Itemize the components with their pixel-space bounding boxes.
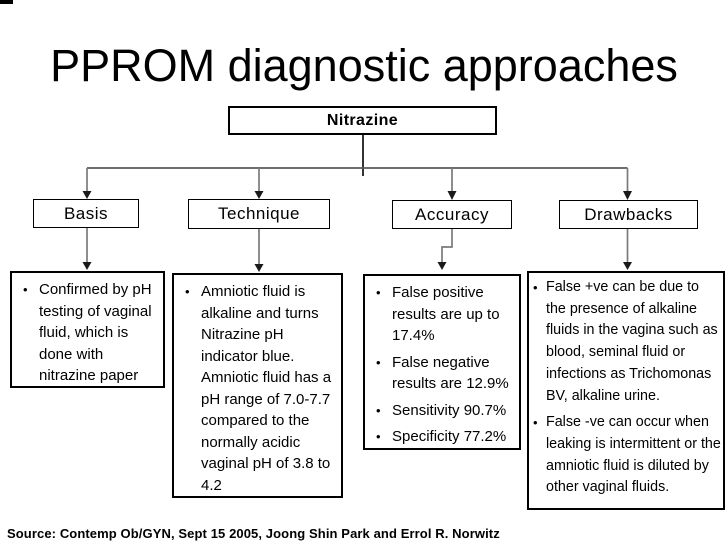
node-drawbacks: Drawbacks <box>559 200 698 229</box>
arrowhead-icon <box>254 191 264 199</box>
drawbacks-detail-box: False +ve can be due to the presence of … <box>527 271 725 510</box>
node-technique-label: Technique <box>217 204 300 223</box>
technique-bullet-list: Amniotic fluid is alkaline and turns Nit… <box>174 275 341 500</box>
accuracy-detail-box: False positive results are up to 17.4% Fa… <box>363 274 521 450</box>
arrowhead-icon <box>437 262 447 270</box>
drawbacks-bullet-list: False +ve can be due to the presence of … <box>529 273 723 503</box>
node-accuracy-label: Accuracy <box>415 204 489 224</box>
arrowhead-icon <box>447 191 457 200</box>
arrowhead-icon <box>623 191 632 200</box>
bullet-item: False negative results are 12.9% <box>373 352 517 395</box>
technique-detail-box: Amniotic fluid is alkaline and turns Nit… <box>172 273 343 498</box>
node-nitrazine: Nitrazine <box>228 106 497 135</box>
arrowhead-icon <box>82 191 92 199</box>
bullet-item: Sensitivity 90.7% <box>373 400 517 422</box>
node-nitrazine-label: Nitrazine <box>326 111 399 129</box>
arrowhead-icon <box>623 262 632 270</box>
bullet-item: False -ve can occur when leaking is inte… <box>533 412 722 499</box>
bullet-item: False +ve can be due to the presence of … <box>533 277 722 407</box>
basis-bullet-list: Confirmed by pH testing of vaginal fluid… <box>12 273 163 391</box>
bullet-item: Specificity 77.2% <box>373 426 517 448</box>
basis-detail-box: Confirmed by pH testing of vaginal fluid… <box>10 271 165 388</box>
page-title: PPROM diagnostic approaches <box>50 40 678 91</box>
node-basis-label: Basis <box>63 203 109 223</box>
accuracy-jog-line <box>441 229 453 263</box>
accuracy-bullet-list: False positive results are up to 17.4% Fa… <box>365 276 519 452</box>
arrowhead-icon <box>254 264 264 272</box>
bullet-item: Amniotic fluid is alkaline and turns Nit… <box>182 281 339 496</box>
bullet-item: Confirmed by pH testing of vaginal fluid… <box>20 279 161 387</box>
arrowhead-icon <box>82 262 92 270</box>
node-accuracy: Accuracy <box>392 200 512 229</box>
node-technique: Technique <box>188 199 330 229</box>
corner-artifact <box>0 0 13 4</box>
source-citation: Source: Contemp Ob/GYN, Sept 15 2005, Jo… <box>7 526 500 541</box>
node-basis: Basis <box>33 199 139 228</box>
node-drawbacks-label: Drawbacks <box>584 204 673 224</box>
bullet-item: False positive results are up to 17.4% <box>373 282 517 347</box>
